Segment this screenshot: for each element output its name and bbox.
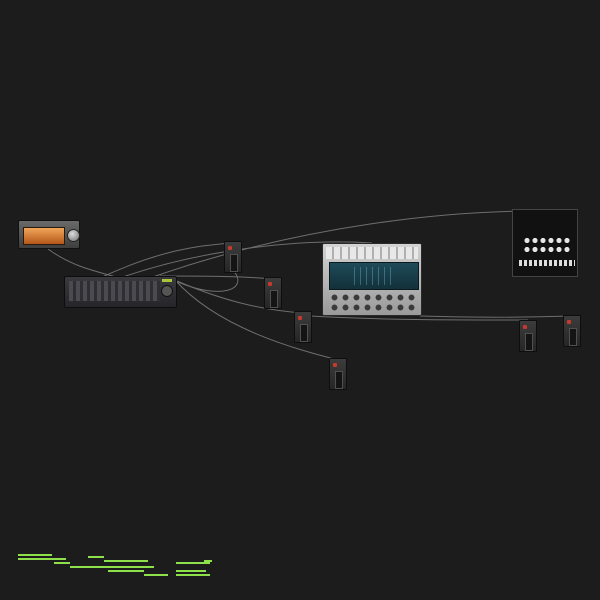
cable — [309, 315, 529, 321]
module[interactable] — [519, 320, 537, 352]
synth-device[interactable] — [322, 243, 422, 316]
cable — [169, 277, 304, 314]
cable — [99, 242, 234, 279]
mixer-status-led — [162, 279, 172, 282]
status-bar — [18, 552, 218, 582]
module[interactable] — [224, 241, 242, 273]
cable — [177, 269, 239, 292]
module[interactable] — [264, 277, 282, 309]
amp-display-screen — [23, 227, 65, 245]
cable — [47, 248, 121, 279]
waveform-graphic — [354, 267, 394, 285]
module-led — [228, 246, 232, 250]
synth-button-row[interactable] — [326, 247, 418, 259]
cable — [174, 279, 339, 361]
cable — [419, 315, 573, 318]
amp-knob[interactable] — [67, 229, 80, 242]
sequencer-device[interactable] — [512, 209, 578, 277]
mixer-channel-strips[interactable] — [69, 281, 160, 301]
sequencer-keyboard[interactable] — [519, 260, 575, 266]
amp-display-device[interactable] — [18, 220, 80, 249]
module-led — [333, 363, 337, 367]
sequencer-step-grid[interactable] — [523, 236, 571, 254]
synth-waveform-display — [329, 262, 419, 290]
mixer-device[interactable] — [64, 276, 177, 308]
module-fader[interactable] — [230, 254, 238, 272]
module-fader[interactable] — [300, 324, 308, 342]
module-fader[interactable] — [525, 333, 533, 351]
module-led — [567, 320, 571, 324]
mixer-master-knob[interactable] — [161, 285, 173, 297]
module-led — [298, 316, 302, 320]
module-fader[interactable] — [270, 290, 278, 308]
synth-knob-bank[interactable] — [329, 292, 417, 312]
module[interactable] — [563, 315, 581, 347]
module[interactable] — [294, 311, 312, 343]
module-fader[interactable] — [569, 328, 577, 346]
module-led — [523, 325, 527, 329]
module-led — [268, 282, 272, 286]
module[interactable] — [329, 358, 347, 390]
module-fader[interactable] — [335, 371, 343, 389]
